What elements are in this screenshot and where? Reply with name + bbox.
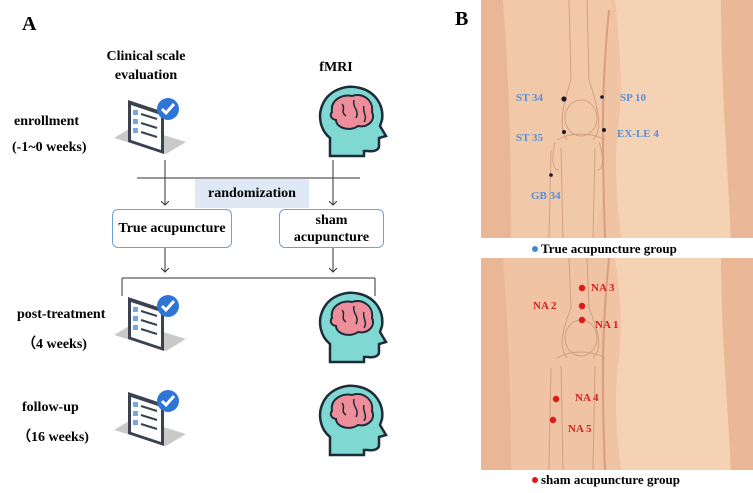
acupoint-label-gb34: GB 34 <box>531 190 561 202</box>
acupoint-label-na3: NA 3 <box>591 282 615 294</box>
stage-post-treatment: post-treatment <box>17 307 106 322</box>
acupoint-dot <box>562 130 566 134</box>
panel-b-label: B <box>455 8 469 30</box>
acupoint-label-na1: NA 1 <box>595 319 619 331</box>
stage-follow-up: follow-up <box>22 400 79 415</box>
head-brain-icon <box>318 291 388 364</box>
acupoint-label-na5: NA 5 <box>568 423 592 435</box>
sham-acupuncture-box: sham acupuncture <box>279 209 384 248</box>
sham-acupoint-dots <box>549 284 586 424</box>
acupoint-dot <box>549 416 557 424</box>
stage-follow-up-time: （16 weeks) <box>17 430 89 445</box>
clinical-header: Clinical scale evaluation <box>106 49 186 83</box>
checklist-icon <box>114 98 186 154</box>
acupoint-label-st35: ST 35 <box>516 132 544 144</box>
head-brain-icon <box>318 384 388 457</box>
acupoint-dot <box>549 173 553 177</box>
acupoint-dot <box>552 395 560 403</box>
stage-enrollment-time: (-1~0 weeks) <box>12 140 87 155</box>
stage-post-treatment-time: （4 weeks) <box>22 337 87 352</box>
legend-true: True acupuncture group <box>532 241 677 257</box>
flowchart-connectors <box>121 160 376 296</box>
acupoint-label-na4: NA 4 <box>575 392 599 404</box>
acupoint-label-st34: ST 34 <box>516 92 544 104</box>
true-acupoint-dots <box>549 95 606 177</box>
acupoint-dot <box>602 128 606 132</box>
fmri-header: fMRI <box>319 60 353 75</box>
acupoint-dot <box>600 95 604 99</box>
legend-dot-sham <box>532 477 538 483</box>
legend-dot-true <box>532 246 538 252</box>
acupoint-dot <box>578 316 586 324</box>
legend-sham: sham acupuncture group <box>532 472 680 488</box>
checklist-icon <box>114 295 186 351</box>
legend-sham-label: sham acupuncture group <box>541 472 680 487</box>
randomization-box: randomization <box>195 179 309 208</box>
stage-enrollment: enrollment <box>14 114 80 129</box>
acupoint-label-sp10: SP 10 <box>620 92 646 104</box>
head-brain-icon <box>318 85 388 158</box>
acupoint-dot <box>578 284 586 292</box>
checklist-icon <box>114 390 186 446</box>
acupoint-label-na2: NA 2 <box>533 300 557 312</box>
legend-true-label: True acupuncture group <box>541 241 677 256</box>
true-acupuncture-box: True acupuncture <box>112 209 232 248</box>
knee-illustration-sham <box>481 258 753 470</box>
acupoint-label-exle4: EX-LE 4 <box>617 128 659 140</box>
panel-a-label: A <box>22 13 37 35</box>
acupoint-dot <box>561 96 567 102</box>
acupoint-dot <box>578 302 586 310</box>
knee-illustration-true <box>481 0 753 238</box>
